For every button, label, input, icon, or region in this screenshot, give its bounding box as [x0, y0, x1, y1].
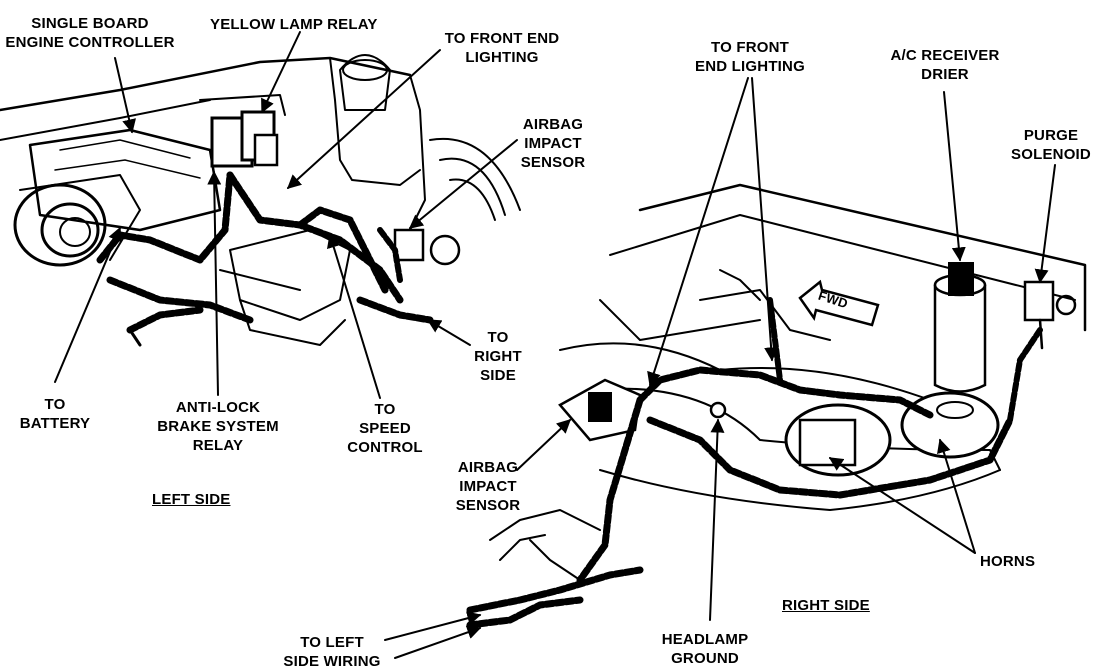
- label-line: HEADLAMP: [661, 631, 749, 648]
- label-line: ANTI-LOCK: [175, 399, 261, 416]
- label-line: SINGLE BOARD: [31, 15, 149, 32]
- label-line: SENSOR: [520, 154, 586, 171]
- label-to-front-end-lighting-right: TO FRONT END LIGHTING: [680, 38, 820, 76]
- label-line: SIDE: [480, 367, 516, 384]
- label-line: SIDE WIRING: [283, 653, 381, 670]
- label-headlamp-ground: HEADLAMP GROUND: [650, 630, 760, 668]
- label-line: SENSOR: [455, 497, 521, 514]
- label-line: RIGHT: [474, 348, 522, 365]
- label-line: SOLENOID: [1011, 146, 1091, 163]
- label-line: YELLOW LAMP RELAY: [210, 16, 378, 33]
- label-line: DRIER: [921, 66, 969, 83]
- label-line: AIRBAG: [522, 116, 584, 133]
- label-to-speed-control: TO SPEED CONTROL: [340, 400, 430, 457]
- label-yellow-lamp-relay: YELLOW LAMP RELAY: [210, 15, 378, 34]
- label-line: GROUND: [671, 650, 739, 667]
- label-line: IMPACT: [459, 478, 517, 495]
- label-line: CONTROL: [347, 439, 423, 456]
- label-line: TO: [44, 396, 66, 413]
- label-to-right-side: TO RIGHT SIDE: [468, 328, 528, 385]
- label-line: TO: [487, 329, 509, 346]
- label-line: TO FRONT: [711, 39, 789, 56]
- section-title-right-side: RIGHT SIDE: [782, 597, 870, 614]
- label-line: RELAY: [192, 437, 244, 454]
- label-to-left-side-wiring: TO LEFT SIDE WIRING: [272, 633, 392, 671]
- label-line: TO FRONT END: [444, 30, 560, 47]
- label-to-battery: TO BATTERY: [10, 395, 100, 433]
- label-ac-receiver-drier: A/C RECEIVER DRIER: [870, 46, 1020, 84]
- label-to-front-end-lighting-left: TO FRONT END LIGHTING: [432, 29, 572, 67]
- left-side-illustration: [0, 31, 521, 399]
- label-anti-lock-brake-system-relay: ANTI-LOCK BRAKE SYSTEM RELAY: [148, 398, 288, 455]
- label-line: BATTERY: [19, 415, 91, 432]
- label-purge-solenoid: PURGE SOLENOID: [1006, 126, 1096, 164]
- right-side-illustration: [384, 77, 1087, 659]
- label-line: SPEED: [359, 420, 411, 437]
- label-line: PURGE: [1023, 127, 1079, 144]
- label-horns: HORNS: [980, 552, 1035, 571]
- label-line: BRAKE SYSTEM: [157, 418, 279, 435]
- label-single-board-engine-controller: SINGLE BOARD ENGINE CONTROLLER: [0, 14, 180, 52]
- label-airbag-impact-sensor-left: AIRBAG IMPACT SENSOR: [518, 115, 588, 172]
- label-line: TO LEFT: [300, 634, 364, 651]
- label-line: LIGHTING: [465, 49, 539, 66]
- label-line: IMPACT: [524, 135, 582, 152]
- label-airbag-impact-sensor-right: AIRBAG IMPACT SENSOR: [448, 458, 528, 515]
- section-title-left-side: LEFT SIDE: [152, 491, 231, 508]
- label-line: AIRBAG: [457, 459, 519, 476]
- label-line: END LIGHTING: [695, 58, 805, 75]
- label-line: HORNS: [980, 553, 1036, 570]
- label-line: ENGINE CONTROLLER: [5, 34, 175, 51]
- label-line: A/C RECEIVER: [890, 47, 1000, 64]
- label-line: TO: [374, 401, 396, 418]
